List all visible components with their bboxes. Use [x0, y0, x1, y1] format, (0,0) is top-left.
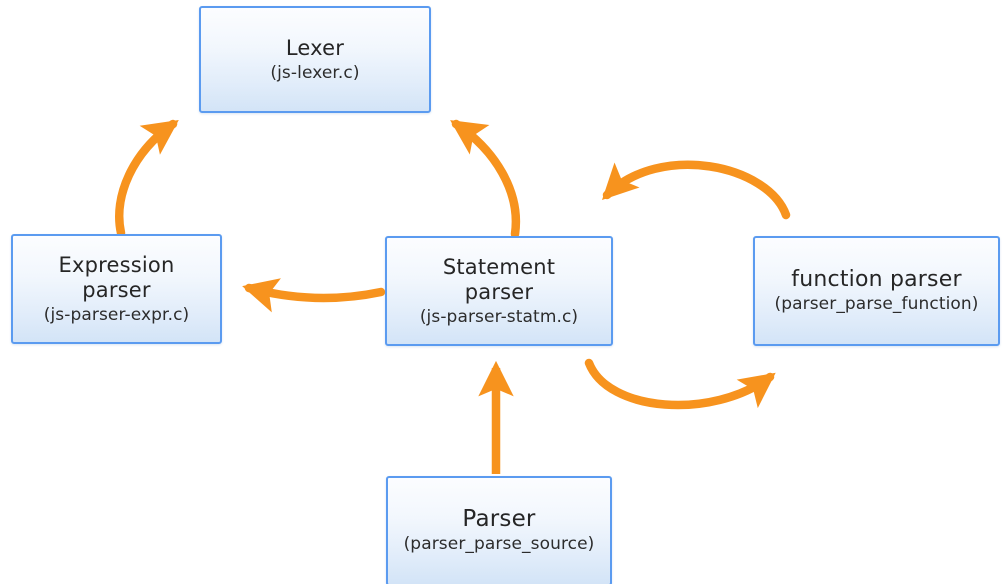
node-expression-parser-title: Expression parser — [58, 252, 175, 302]
arrow-statement-to-expression — [242, 278, 386, 313]
arrow-function-to-statement — [601, 160, 791, 220]
node-function-parser-title: function parser — [791, 267, 962, 292]
node-parser[interactable]: Parser (parser_parse_source) — [386, 476, 612, 584]
arrow-expression-to-lexer — [115, 119, 179, 238]
node-expression-parser[interactable]: Expression parser (js-parser-expr.c) — [11, 234, 222, 344]
node-function-parser[interactable]: function parser (parser_parse_function) — [753, 236, 1000, 346]
node-lexer-subtitle: (js-lexer.c) — [270, 62, 360, 83]
node-lexer[interactable]: Lexer (js-lexer.c) — [199, 6, 431, 113]
node-statement-parser-title: Statement parser — [442, 254, 556, 304]
node-lexer-title: Lexer — [285, 35, 345, 60]
arrow-statement-to-function — [584, 358, 776, 410]
node-parser-subtitle: (parser_parse_source) — [403, 534, 595, 554]
arrow-statement-to-lexer — [450, 119, 521, 239]
node-statement-parser-subtitle: (js-parser-statm.c) — [419, 306, 579, 327]
node-parser-title: Parser — [462, 506, 536, 532]
node-function-parser-subtitle: (parser_parse_function) — [774, 294, 979, 314]
node-expression-parser-subtitle: (js-parser-expr.c) — [43, 304, 190, 325]
node-statement-parser[interactable]: Statement parser (js-parser-statm.c) — [385, 236, 613, 346]
